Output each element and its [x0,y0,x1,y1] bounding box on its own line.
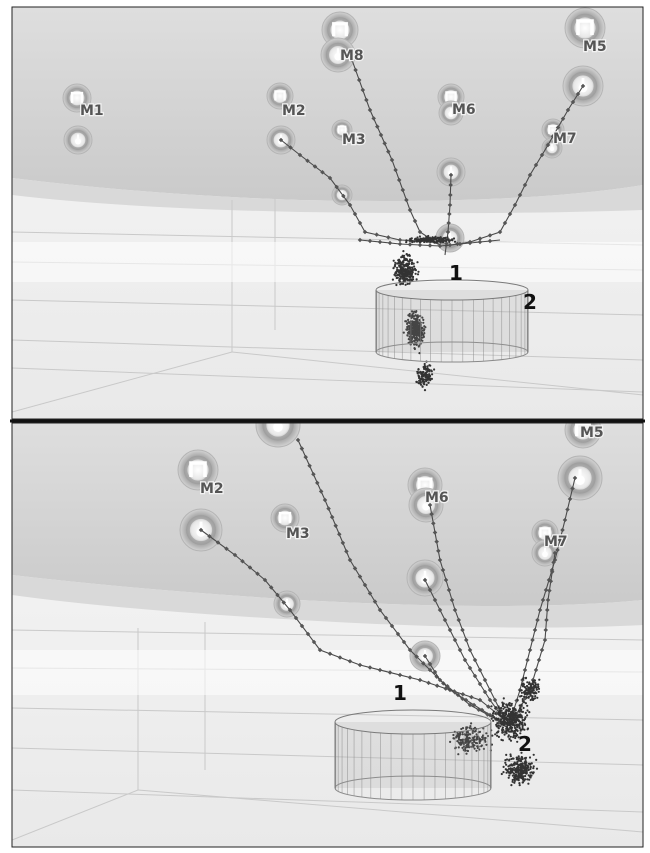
sensor-label: M8 [340,48,364,64]
sensors [62,7,606,253]
sensor-label: M7 [544,534,568,550]
point-cloud [391,234,457,392]
speaker-icon [331,119,353,141]
speaker-icon [177,449,219,491]
sensor-label: M2 [282,103,306,119]
point-cloud [449,676,541,787]
cylinder-volume [375,279,529,363]
microphone-icon [557,455,603,501]
marker-label: 1 [393,681,407,705]
speaker-icon [564,7,606,49]
sensor-label: M3 [342,132,366,148]
sensor-label: M2 [200,481,224,497]
microphone-icon [436,157,466,187]
speaker-icon [564,423,602,449]
rays [198,437,578,731]
microphone-icon [408,487,444,523]
trajectory-ray [444,85,584,247]
speaker-icon [270,503,300,533]
microphone-icon [273,590,301,618]
marker-label: 1 [449,261,463,285]
trajectory-ray [351,59,441,246]
microphone-icon [255,423,301,448]
microphone-icon [438,100,464,126]
sensor-label: M6 [452,102,476,118]
sensor-label: M7 [553,131,577,147]
cylinder-volume [334,709,492,801]
sensor-label: M5 [580,425,604,441]
microphone-icon [63,125,93,155]
sensor-label: M3 [286,526,310,542]
marker-label: 2 [518,732,532,756]
microphone-icon [320,37,356,73]
sensor-label: M5 [583,39,607,55]
marker-label: 2 [523,290,537,314]
ceiling-surface [12,7,643,201]
ceiling-surface [12,423,643,606]
speaker-icon [266,82,294,110]
speaker-icon [531,519,559,547]
sensor-label: M6 [425,490,449,506]
sensor-label: M1 [80,103,104,119]
speaker-icon [62,83,92,113]
